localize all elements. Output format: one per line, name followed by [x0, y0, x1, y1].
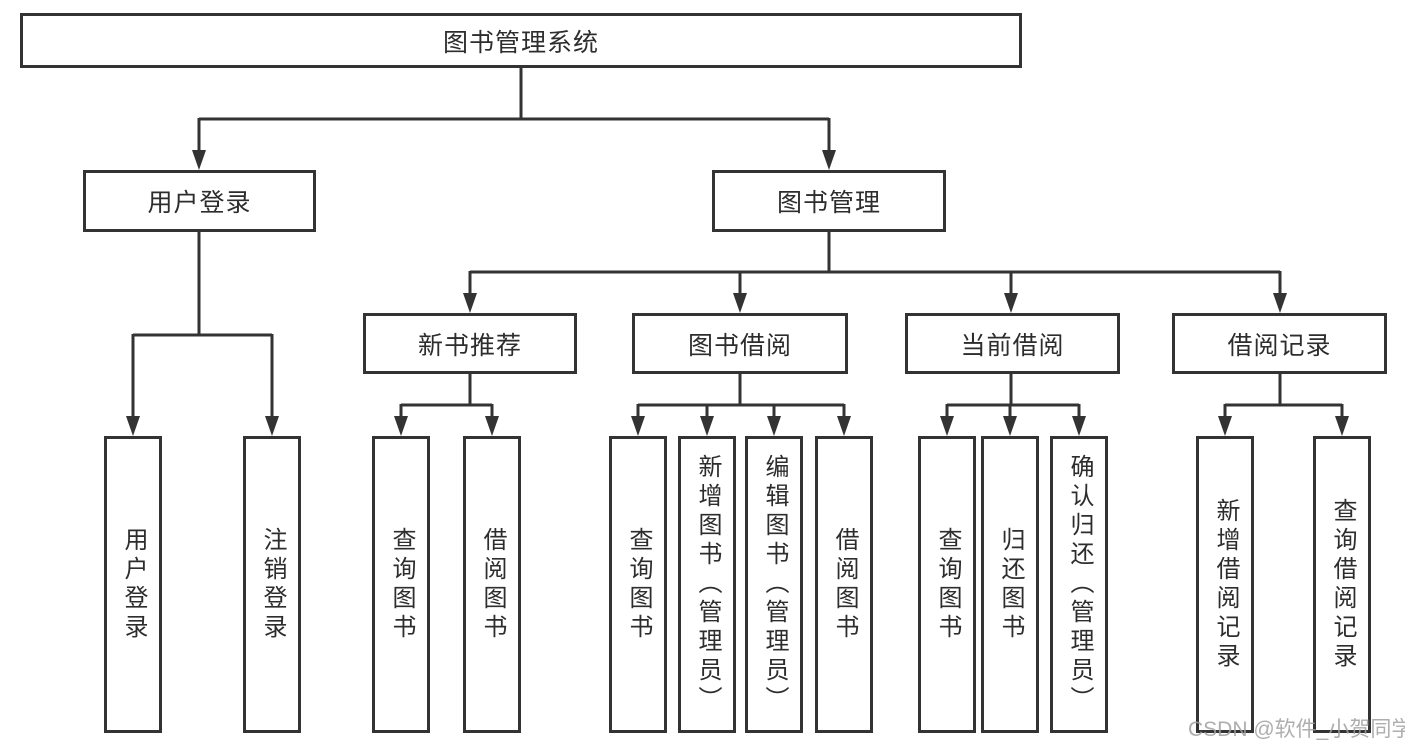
node-book-borrow-label: 图书借阅	[687, 331, 792, 360]
leaf-label: 查询借阅记录	[1329, 497, 1356, 672]
arrowhead	[733, 293, 747, 313]
connector-record-to-leaves	[1223, 372, 1344, 419]
leaf-label: 新增借阅记录	[1212, 497, 1239, 672]
arrowhead	[192, 150, 206, 170]
node-leaf-borrow-books-recommend: 借阅图书	[463, 436, 521, 733]
arrowhead	[1218, 416, 1232, 436]
leaf-label: 借阅图书	[831, 526, 858, 643]
leaf-label: 查询图书	[934, 526, 961, 643]
arrowhead	[940, 416, 954, 436]
node-leaf-add-borrow-record: 新增借阅记录	[1196, 436, 1254, 733]
watermark: CSDN @软件_小贺同学	[1188, 718, 1405, 741]
arrowhead	[394, 416, 408, 436]
node-leaf-borrow-books: 借阅图书	[815, 436, 873, 733]
arrowhead	[485, 416, 499, 436]
node-book-management-label: 图书管理	[776, 189, 881, 217]
arrowhead	[126, 416, 140, 436]
leaf-label: 新增图书（管理员）	[694, 454, 721, 715]
leaf-label: 查询图书	[388, 526, 415, 643]
node-leaf-add-books-admin: 新增图书（管理员）	[678, 436, 736, 733]
connector-current-to-leaves	[945, 372, 1081, 419]
node-leaf-query-borrow-record: 查询借阅记录	[1313, 436, 1371, 733]
arrowhead	[463, 293, 477, 313]
arrowhead	[837, 416, 851, 436]
node-borrow-record-label: 借阅记录	[1227, 331, 1332, 360]
node-new-book-recommend-label: 新书推荐	[417, 331, 522, 360]
arrowhead	[265, 416, 279, 436]
node-root-label: 图书管理系统	[442, 28, 599, 57]
node-leaf-query-books-recommend: 查询图书	[372, 436, 430, 733]
node-leaf-query-books-current: 查询图书	[918, 436, 976, 733]
leaf-label: 确认归还（管理员）	[1066, 454, 1093, 715]
connector-bookmgmt-to-level3	[468, 230, 1282, 296]
arrowhead	[1004, 293, 1018, 313]
connector-root-to-level2	[197, 66, 831, 153]
leaf-label: 归还图书	[997, 526, 1024, 643]
node-current-borrow: 当前借阅	[905, 313, 1120, 374]
node-current-borrow-label: 当前借阅	[960, 331, 1065, 360]
leaf-label: 用户登录	[120, 526, 147, 643]
arrowhead	[1335, 416, 1349, 436]
node-leaf-user-login: 用户登录	[104, 436, 162, 733]
leaf-label: 注销登录	[259, 526, 286, 643]
connector-borrow-to-leaves	[636, 372, 846, 419]
node-borrow-record: 借阅记录	[1172, 313, 1387, 374]
arrowhead	[767, 416, 781, 436]
node-book-borrow: 图书借阅	[632, 313, 848, 374]
node-book-management: 图书管理	[712, 170, 946, 232]
leaf-label: 借阅图书	[479, 526, 506, 643]
node-leaf-confirm-return-admin: 确认归还（管理员）	[1050, 436, 1108, 733]
connector-userlogin-to-leaves	[131, 230, 274, 419]
leaf-label: 查询图书	[625, 526, 652, 643]
node-leaf-logout: 注销登录	[243, 436, 301, 733]
node-user-login-label: 用户登录	[147, 189, 252, 217]
arrowhead	[700, 416, 714, 436]
connector-newbook-to-leaves	[399, 372, 494, 419]
node-new-book-recommend: 新书推荐	[363, 313, 577, 374]
arrowhead	[822, 150, 836, 170]
arrowhead	[631, 416, 645, 436]
arrowhead	[1003, 416, 1017, 436]
node-root: 图书管理系统	[20, 13, 1022, 68]
leaf-label: 编辑图书（管理员）	[761, 454, 788, 715]
node-leaf-edit-books-admin: 编辑图书（管理员）	[745, 436, 803, 733]
node-leaf-return-books: 归还图书	[981, 436, 1039, 733]
node-leaf-query-books-borrow: 查询图书	[609, 436, 667, 733]
arrowhead	[1072, 416, 1086, 436]
arrowhead	[1273, 293, 1287, 313]
arrowheads	[126, 150, 1349, 436]
node-user-login: 用户登录	[83, 170, 316, 232]
